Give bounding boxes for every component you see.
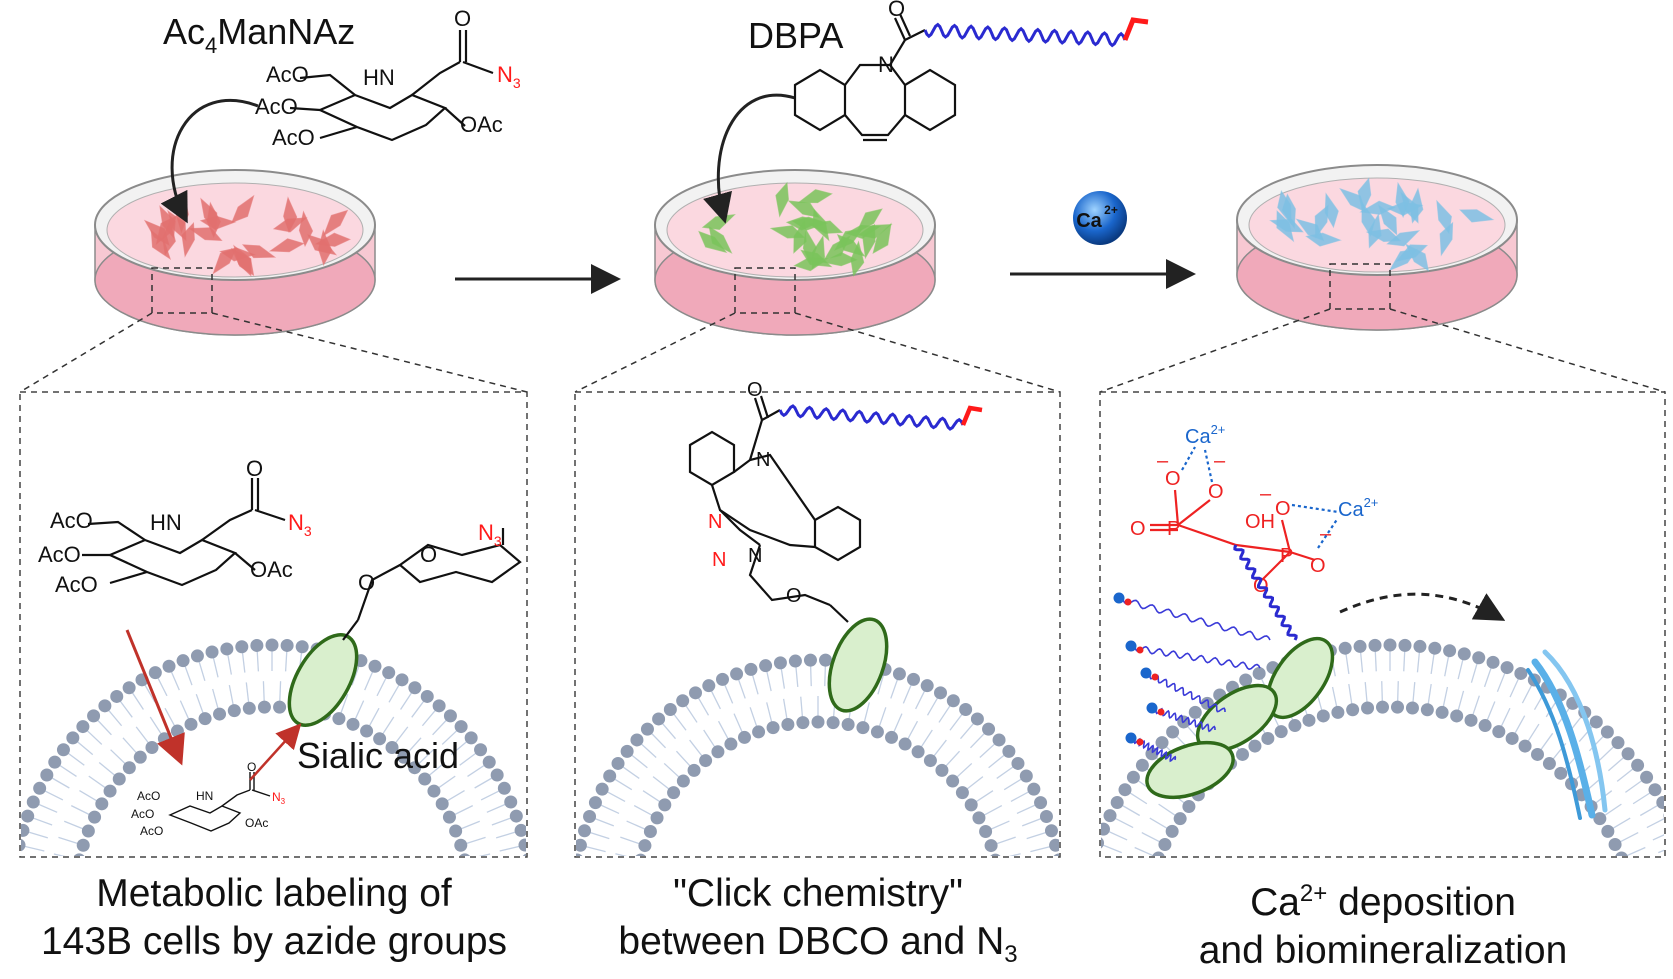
- caption-panel-3: Ca2+ deposition and biomineralization: [1198, 880, 1568, 972]
- sialic-n3: N3: [478, 520, 502, 549]
- svg-text:N3: N3: [288, 510, 312, 539]
- svg-text:O: O: [1275, 498, 1291, 520]
- svg-text:AcO: AcO: [255, 94, 298, 119]
- dbco-o-top: O: [888, 0, 905, 21]
- side-chain-5: [1125, 732, 1177, 763]
- caption-panel-2: "Click chemistry" between DBCO and N3: [618, 872, 1018, 968]
- svg-text:N: N: [712, 549, 726, 571]
- sialic-acid-label: Sialic acid: [297, 735, 459, 776]
- calcium-labels: Ca2+ Ca2+: [1185, 422, 1378, 521]
- svg-text:HN: HN: [150, 510, 182, 535]
- sialic-o1: O: [358, 570, 375, 595]
- membrane-protein-panel-3a: [1265, 636, 1335, 720]
- svg-text:–: –: [1214, 450, 1226, 472]
- dbpa-polymer-chain-top: [923, 22, 1127, 48]
- cells-dish-2: [698, 181, 893, 277]
- svg-text:–: –: [1260, 483, 1272, 505]
- phosphonate-anchor-top: [1122, 17, 1149, 41]
- svg-text:OH: OH: [1245, 511, 1275, 533]
- svg-text:O: O: [246, 456, 263, 481]
- sialic-sugar-ring: [356, 528, 522, 621]
- ac4mannaz-structure-top: [289, 30, 494, 142]
- side-chain-2: [1125, 640, 1261, 671]
- caption-panel-1: Metabolic labeling of 143B cells by azid…: [40, 872, 508, 963]
- reagent-ac4mannaz-label: Ac4ManNAz: [163, 11, 355, 58]
- cells-dish-1: [143, 194, 352, 277]
- svg-text:–: –: [1320, 523, 1332, 545]
- uptake-arrow: [125, 629, 185, 766]
- panel-3: [1099, 391, 1666, 858]
- svg-text:O: O: [1310, 555, 1326, 577]
- dish-3: [1236, 164, 1518, 331]
- svg-text:AcO: AcO: [131, 807, 154, 821]
- svg-text:O: O: [1165, 468, 1181, 490]
- panel-1: [19, 391, 528, 858]
- dbco-triazole-structure: [688, 395, 862, 607]
- svg-text:O: O: [1130, 518, 1146, 540]
- svg-text:OAc: OAc: [250, 557, 293, 582]
- membrane-protein-panel-2: [827, 617, 889, 713]
- svg-text:AcO: AcO: [55, 572, 98, 597]
- ac4mannaz-labels-panel1: AcO AcO AcO OAc HN O N3: [38, 456, 312, 597]
- svg-text:OAc: OAc: [460, 112, 503, 137]
- svg-text:Ca: Ca: [1076, 210, 1102, 232]
- triazole-n-atoms: N N N: [708, 511, 762, 571]
- mineral-migration-arrow: [1339, 592, 1506, 621]
- dbco-structure-top: [793, 13, 957, 142]
- dbpa-anchor-chain-panel3: [1233, 544, 1298, 641]
- side-chain-3: [1140, 667, 1226, 713]
- export-arrow: [249, 723, 302, 781]
- dbco-o-panel2: O: [747, 379, 763, 401]
- ac4mannaz-small-labels: AcO AcO AcO OAc HN O N3: [131, 760, 286, 838]
- mineral-fibers: [1526, 649, 1608, 820]
- svg-text:AcO: AcO: [272, 125, 315, 150]
- dbco-n-top: N: [878, 52, 894, 77]
- zoom-guides: [19, 263, 1666, 393]
- svg-text:O: O: [1208, 481, 1224, 503]
- dish-1: [94, 169, 376, 336]
- phosphonate-anchor-panel2: [960, 405, 983, 426]
- sialic-o2: O: [420, 542, 437, 567]
- ac4mannaz-labels-top: AcO AcO AcO OAc HN O N3: [255, 6, 521, 150]
- svg-text:P: P: [1167, 518, 1180, 540]
- svg-text:2+: 2+: [1104, 203, 1118, 217]
- svg-text:AcO: AcO: [266, 62, 309, 87]
- dbpa-polymer-chain-panel2: [778, 404, 965, 431]
- svg-text:P: P: [1280, 545, 1293, 567]
- svg-text:AcO: AcO: [50, 508, 93, 533]
- svg-text:HN: HN: [196, 789, 213, 803]
- svg-text:HN: HN: [363, 65, 395, 90]
- svg-text:AcO: AcO: [137, 789, 160, 803]
- panel-frames: [19, 391, 1666, 858]
- calcium-ion-bead: Ca 2+: [1073, 191, 1127, 245]
- svg-text:O: O: [247, 760, 256, 774]
- calcium-coordination: [1181, 446, 1339, 549]
- membrane-panel-2: [576, 653, 1059, 856]
- svg-text:AcO: AcO: [140, 824, 163, 838]
- svg-text:OAc: OAc: [245, 816, 268, 830]
- panel-2: [574, 391, 1061, 858]
- delivery-arrow-2: [703, 93, 796, 224]
- svg-text:N: N: [748, 545, 762, 567]
- delivery-arrow-1: [160, 99, 259, 224]
- svg-text:–: –: [1157, 450, 1169, 472]
- ac4mannaz-structure-panel1: [82, 478, 286, 587]
- reagent-dbpa-label: DBPA: [748, 15, 843, 56]
- cells-dish-3: [1269, 177, 1495, 272]
- svg-text:N3: N3: [497, 62, 521, 91]
- dbco-n-panel2: N: [756, 449, 770, 471]
- svg-text:O: O: [454, 6, 471, 31]
- svg-text:N: N: [708, 511, 722, 533]
- svg-text:Ca2+: Ca2+: [1338, 495, 1378, 521]
- side-chain-1: [1113, 592, 1271, 641]
- side-chain-4: [1146, 702, 1216, 733]
- sugar-o-panel2: O: [786, 585, 802, 607]
- svg-text:Ca2+: Ca2+: [1185, 422, 1225, 448]
- svg-text:AcO: AcO: [38, 542, 81, 567]
- svg-text:N3: N3: [272, 790, 286, 806]
- bisphosphonate-labels: P P O O O O O O OH – – – –: [1130, 450, 1332, 597]
